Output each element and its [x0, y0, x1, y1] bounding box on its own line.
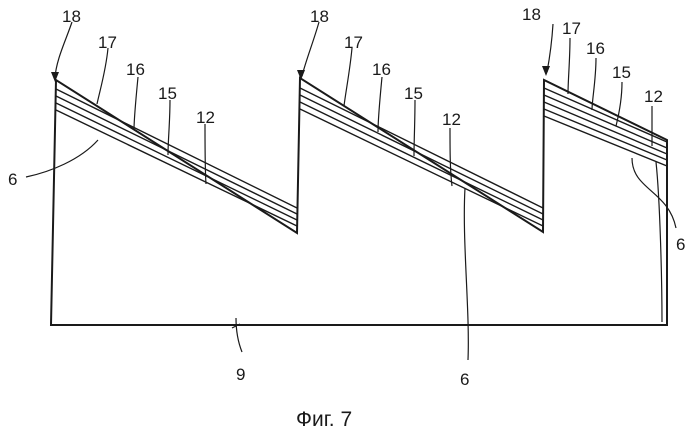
reference-labels: 18 17 16 15 12 6 18 17 16 15 12 6 18 17 … [8, 5, 685, 389]
figure-caption: Фиг. 7 [296, 408, 352, 431]
leader-lines [26, 22, 676, 360]
label-6-tooth-2: 6 [460, 370, 469, 389]
label-6-tooth-3: 6 [676, 235, 685, 254]
label-12-tooth-1: 12 [196, 108, 215, 127]
label-6-tooth-1: 6 [8, 170, 17, 189]
label-17-tooth-2: 17 [344, 33, 363, 52]
label-12-tooth-3: 12 [644, 87, 663, 106]
label-9: 9 [236, 365, 245, 384]
label-15-tooth-1: 15 [158, 84, 177, 103]
label-18-tooth-1: 18 [62, 7, 81, 26]
label-18-tooth-3: 18 [522, 5, 541, 24]
label-16-tooth-1: 16 [126, 60, 145, 79]
label-16-tooth-3: 16 [586, 39, 605, 58]
label-16-tooth-2: 16 [372, 60, 391, 79]
label-15-tooth-2: 15 [404, 84, 423, 103]
label-18-tooth-2: 18 [310, 7, 329, 26]
label-15-tooth-3: 15 [612, 63, 631, 82]
arrowhead-18c [542, 66, 550, 76]
label-17-tooth-1: 17 [98, 33, 117, 52]
label-17-tooth-3: 17 [562, 19, 581, 38]
layer-stack-2 [300, 88, 543, 226]
label-12-tooth-2: 12 [442, 110, 461, 129]
arrowhead-18b [297, 70, 305, 80]
